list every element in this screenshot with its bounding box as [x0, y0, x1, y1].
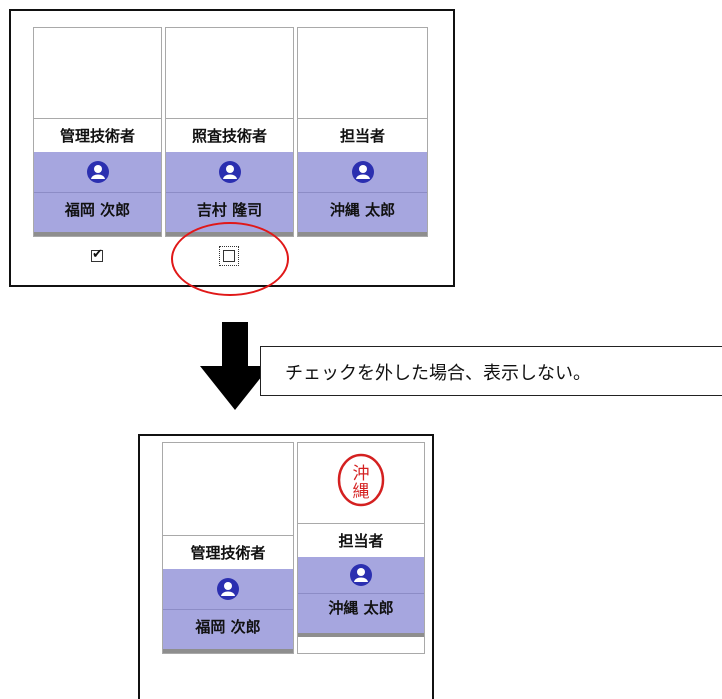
- divider: [298, 593, 424, 594]
- down-arrow-icon: [200, 322, 270, 410]
- user-name: 沖縄 太郎: [329, 201, 396, 219]
- person-avatar-icon: [218, 161, 241, 183]
- column-footer-bar: [298, 232, 427, 236]
- user-box: 吉村 隆司: [166, 152, 293, 232]
- approval-column-manager: 管理技術者 福岡 次郎: [33, 27, 162, 237]
- highlight-ellipse: [171, 222, 289, 296]
- svg-text:縄: 縄: [353, 482, 370, 502]
- role-label: 担当者: [298, 118, 427, 153]
- approval-column-checker: 照査技術者 吉村 隆司: [165, 27, 294, 237]
- seal-area: [298, 28, 427, 118]
- person-avatar-icon: [351, 161, 374, 183]
- divider: [163, 609, 293, 610]
- seal-area: [166, 28, 293, 118]
- person-avatar-icon: [86, 161, 109, 183]
- display-checkbox-manager[interactable]: ✔: [91, 247, 103, 262]
- user-box: 沖縄 太郎: [298, 557, 424, 633]
- approval-column-manager: 管理技術者 福岡 次郎: [162, 442, 294, 654]
- user-name: 吉村 隆司: [196, 201, 263, 219]
- approval-column-staff: 担当者 沖縄 太郎: [297, 27, 428, 237]
- role-label: 照査技術者: [166, 118, 293, 153]
- divider: [298, 192, 427, 193]
- seal-area: 沖 縄: [298, 443, 424, 523]
- role-label: 担当者: [298, 523, 424, 558]
- user-name: 福岡 次郎: [195, 618, 261, 636]
- name-seal-stamp: 沖 縄: [337, 453, 385, 507]
- note-text: チェックを外した場合、表示しない。: [285, 363, 591, 384]
- user-box: 福岡 次郎: [34, 152, 161, 232]
- checkmark-icon: ✔: [92, 247, 103, 262]
- note-callout: チェックを外した場合、表示しない。: [260, 346, 722, 396]
- person-avatar-icon: [350, 564, 372, 586]
- seal-area: [34, 28, 161, 118]
- column-footer-bar: [298, 633, 424, 637]
- user-box: 沖縄 太郎: [298, 152, 427, 232]
- divider: [34, 192, 161, 193]
- seal-area: [163, 443, 293, 535]
- approval-column-staff: 沖 縄 担当者 沖縄 太郎: [297, 442, 425, 654]
- column-footer-bar: [34, 232, 161, 236]
- svg-text:沖: 沖: [353, 464, 370, 484]
- column-footer-bar: [163, 649, 293, 653]
- divider: [166, 192, 293, 193]
- role-label: 管理技術者: [34, 118, 161, 153]
- user-box: 福岡 次郎: [163, 569, 293, 649]
- role-label: 管理技術者: [163, 535, 293, 570]
- user-name: 沖縄 太郎: [328, 599, 394, 617]
- person-avatar-icon: [217, 578, 239, 600]
- user-name: 福岡 次郎: [64, 201, 131, 219]
